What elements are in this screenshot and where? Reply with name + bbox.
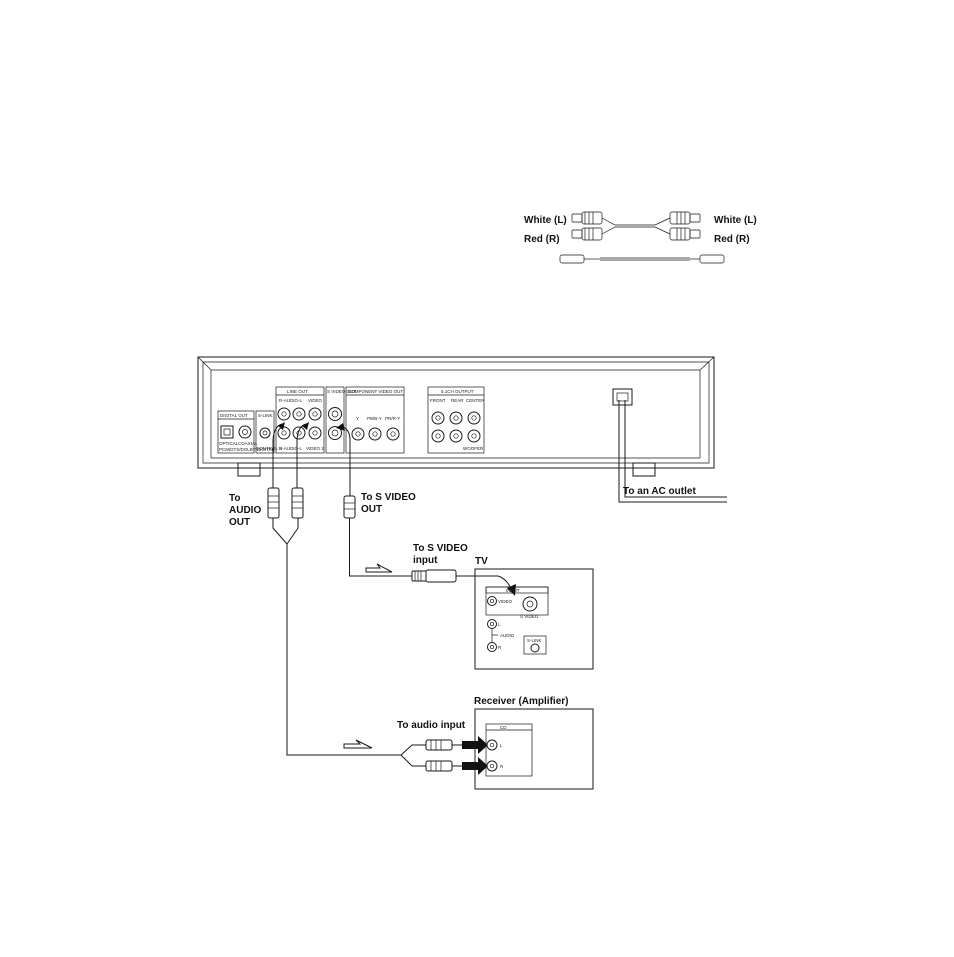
- tv-video-jack: [487, 596, 497, 606]
- to-audio-out-line3: OUT: [229, 517, 250, 528]
- legend-white-left: White (L): [524, 215, 567, 226]
- foot-right: [632, 462, 656, 477]
- pcm-dts-label: PCM/DTS/DOLBY DIGITAL: [219, 447, 275, 452]
- to-ac-outlet-label: To an AC outlet: [623, 486, 696, 497]
- component-video-out-label: COMPONENT VIDEO OUT: [348, 389, 403, 394]
- r-audio-l-bottom: R-AUDIO-L: [279, 446, 302, 451]
- player-rear-panel: DIGITAL OUT OPTICAL COAXIAL PCM/DTS/DOLB…: [197, 356, 715, 477]
- ac-power-cord: To an AC outlet: [618, 400, 727, 503]
- callout-labels: To AUDIO OUT To S VIDEO OUT To S VIDEO i…: [229, 492, 468, 731]
- r-audio-l-top: R-AUDIO-L: [279, 398, 302, 403]
- ch-output-section: 5.1CH OUTPUT FRONT REAR CENTER WOOFER: [427, 386, 485, 454]
- receiver-cd-l-jack: [486, 739, 498, 751]
- video-label: VIDEO: [308, 398, 323, 403]
- receiver-cd-label: CD: [500, 725, 507, 730]
- s-link-section: S-LINK CONTROL S: [255, 410, 282, 454]
- tv-s-link-jack: [530, 643, 540, 653]
- receiver-rear-panel: CD L R Receiver (Amplifier): [474, 696, 594, 790]
- receiver-label: Receiver (Amplifier): [474, 696, 568, 707]
- audio-direction-arrow: [343, 739, 373, 749]
- s-video-plug-tv: [425, 569, 457, 583]
- control-s-jack: [259, 427, 271, 439]
- component-video-out-section: COMPONENT VIDEO OUT Y PB/B-Y PR/R-Y: [345, 386, 405, 454]
- center-label: CENTER: [466, 398, 485, 403]
- to-audio-out-line1: To: [229, 493, 240, 504]
- rca-plug-pair-left: [571, 211, 603, 241]
- s-video-out-section: S VIDEO OUT: [325, 386, 356, 454]
- tv-rear-panel: INPUT VIDEO S VIDEO L AUDIO R S-LINK TV: [474, 556, 594, 670]
- s-video-cable: [559, 254, 725, 264]
- receiver-cd-r-jack: [486, 760, 498, 772]
- ch-output-label: 5.1CH OUTPUT: [441, 389, 474, 394]
- digital-out-section: DIGITAL OUT OPTICAL COAXIAL PCM/DTS/DOLB…: [217, 410, 275, 454]
- audio-out-l-jack: [292, 426, 306, 440]
- s-video-plug-player: [343, 495, 356, 519]
- to-s-video-input-line1: To S VIDEO: [413, 543, 468, 554]
- front-label: FRONT: [430, 398, 446, 403]
- legend-white-right: White (L): [714, 215, 757, 226]
- line-out-label: LINE OUT: [287, 389, 308, 394]
- to-audio-out-line2: AUDIO: [229, 505, 261, 516]
- to-s-video-input-line2: input: [413, 555, 438, 566]
- to-audio-input-label: To audio input: [397, 720, 466, 731]
- woofer-label: WOOFER: [463, 446, 484, 451]
- to-s-video-out-line2: OUT: [361, 504, 382, 515]
- coaxial-label: COAXIAL: [238, 441, 258, 446]
- comp-y-label: Y: [356, 416, 359, 421]
- rca-plug-pair-right: [669, 211, 701, 241]
- tv-r-label: R: [498, 645, 502, 650]
- tv-l-label: L: [498, 622, 501, 627]
- tv-s-link-label: S-LINK: [527, 638, 542, 643]
- foot-left: [237, 462, 261, 477]
- cable-white: [601, 217, 671, 226]
- tv-audio-r-jack: [487, 642, 497, 652]
- legend-red-right: Red (R): [714, 234, 750, 245]
- comp-pr-label: PR/R-Y: [385, 416, 400, 421]
- cable-red: [601, 226, 671, 235]
- video-2-label: VIDEO 2: [306, 446, 324, 451]
- s-video-out-label: S VIDEO OUT: [327, 389, 356, 394]
- s-video-direction-arrow: [365, 563, 393, 573]
- s-link-label: S-LINK: [258, 413, 273, 418]
- audio-out-r-jack: [277, 426, 291, 440]
- control-s-label: CONTROL S: [256, 446, 282, 451]
- ac-inlet: [612, 388, 633, 406]
- tv-video-label: VIDEO: [498, 599, 513, 604]
- tv-s-video-label: S VIDEO: [520, 614, 539, 619]
- audio-plug-left: [267, 487, 280, 519]
- tv-input-label: INPUT: [506, 588, 520, 593]
- tv-label: TV: [475, 556, 488, 567]
- comp-pb-label: PB/B-Y: [367, 416, 382, 421]
- tv-audio-label: AUDIO: [500, 633, 515, 638]
- receiver-plug-l: [425, 739, 453, 751]
- s-video-out-jack: [328, 426, 342, 440]
- tv-audio-l-jack: [487, 619, 497, 629]
- receiver-l-label: L: [500, 743, 503, 748]
- audio-plug-right: [291, 487, 304, 519]
- cable-legend: White (L) Red (R) White (L) Red (R): [524, 211, 757, 264]
- coaxial-jack: [238, 425, 252, 439]
- rear-label: REAR: [451, 398, 464, 403]
- to-s-video-out-line1: To S VIDEO: [361, 492, 416, 503]
- line-out-section: LINE OUT R-AUDIO-L VIDEO R-AUDIO-L VIDEO…: [275, 386, 325, 454]
- optical-label: OPTICAL: [219, 441, 239, 446]
- legend-red-left: Red (R): [524, 234, 560, 245]
- optical-jack: [220, 425, 234, 439]
- digital-out-label: DIGITAL OUT: [220, 413, 248, 418]
- receiver-r-label: R: [500, 764, 504, 769]
- receiver-plug-r: [425, 760, 453, 772]
- tv-s-video-jack: [522, 596, 538, 612]
